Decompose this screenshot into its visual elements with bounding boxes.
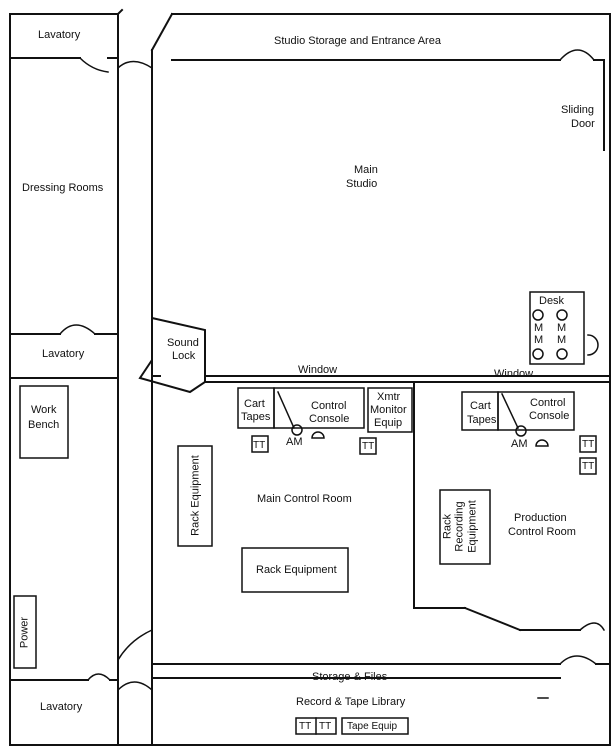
prod-am-label: AM (511, 438, 528, 450)
sliding-door-label-1: Sliding (561, 104, 595, 116)
studio-storage-walls (171, 59, 605, 151)
tape-library-furniture (295, 697, 549, 735)
door-swings (58, 49, 606, 692)
prod-cart-tapes-label-1: Cart (470, 400, 491, 412)
tt-label-prod-1: TT (582, 439, 595, 450)
production-control-label-2: Control Room (508, 526, 576, 538)
cart-tapes-label-1: Cart (244, 398, 265, 410)
control-room-walls (151, 381, 611, 665)
tt-label-library-2: TT (319, 721, 332, 732)
mic-label-1: M (534, 322, 544, 334)
outer-walls (9, 13, 611, 746)
main-control-room-label: Main Control Room (257, 493, 352, 505)
control-console-label-2: Console (309, 413, 350, 425)
tt-label-main-1: TT (253, 440, 266, 451)
cart-tapes-label-2: Tapes (241, 411, 271, 423)
xmtr-label-2: Monitor (370, 404, 407, 416)
prod-control-console-label-1: Control (530, 397, 566, 409)
desk-furniture (529, 291, 599, 365)
rack-equipment-vertical-label: Rack Equipment (189, 455, 202, 536)
sound-lock-walls (138, 316, 206, 394)
mic-label-2: M (557, 322, 567, 334)
main-control-furniture (177, 387, 413, 593)
control-console-label-1: Control (311, 400, 347, 412)
tape-equip-label: Tape Equip (347, 721, 398, 732)
work-bench-label-1: Work (31, 404, 57, 416)
window-left-label: Window (298, 364, 338, 376)
tt-label-prod-2: TT (582, 461, 595, 472)
lavatory-top-label: Lavatory (38, 29, 81, 41)
xmtr-label-3: Equip (374, 417, 403, 429)
tt-label-library-1: TT (299, 721, 312, 732)
hallway-walls (116, 8, 174, 746)
am-label: AM (286, 436, 303, 448)
prod-cart-tapes-label-2: Tapes (467, 414, 497, 426)
sliding-door-label-2: Door (571, 118, 595, 130)
studio-south-wall (151, 375, 611, 383)
mic-label-4: M (557, 334, 567, 346)
lavatory-mid-label: Lavatory (42, 348, 85, 360)
prod-control-console-label-2: Console (529, 410, 570, 422)
left-furniture (13, 385, 69, 669)
power-label: Power (18, 616, 31, 649)
main-studio-label-1: Main (354, 164, 378, 176)
storage-files-label: Storage & Files (312, 671, 388, 683)
dressing-rooms-label: Dressing Rooms (22, 182, 104, 194)
work-bench-label-2: Bench (28, 419, 60, 431)
sound-lock-label-2: Lock (172, 350, 196, 362)
sound-lock-label-1: Sound (167, 337, 199, 349)
rack-recording-label-2: Recording (453, 501, 466, 552)
lavatory-bottom-label: Lavatory (40, 701, 83, 713)
production-control-furniture (439, 391, 597, 565)
mic-label-3: M (534, 334, 544, 346)
main-studio-label-2: Studio (346, 178, 378, 190)
tt-label-main-2: TT (362, 441, 375, 452)
window-right-label: Window (494, 368, 534, 380)
desk-label: Desk (539, 295, 565, 307)
rack-equipment-horizontal-label: Rack Equipment (256, 564, 337, 576)
left-partitions (9, 57, 119, 681)
rack-recording-label-3: Equipment (466, 500, 479, 553)
record-tape-library-label: Record & Tape Library (296, 696, 406, 708)
production-control-label-1: Production (514, 512, 567, 524)
studio-storage-label: Studio Storage and Entrance Area (274, 35, 441, 47)
xmtr-label-1: Xmtr (377, 391, 401, 403)
storage-files-walls (151, 663, 561, 679)
